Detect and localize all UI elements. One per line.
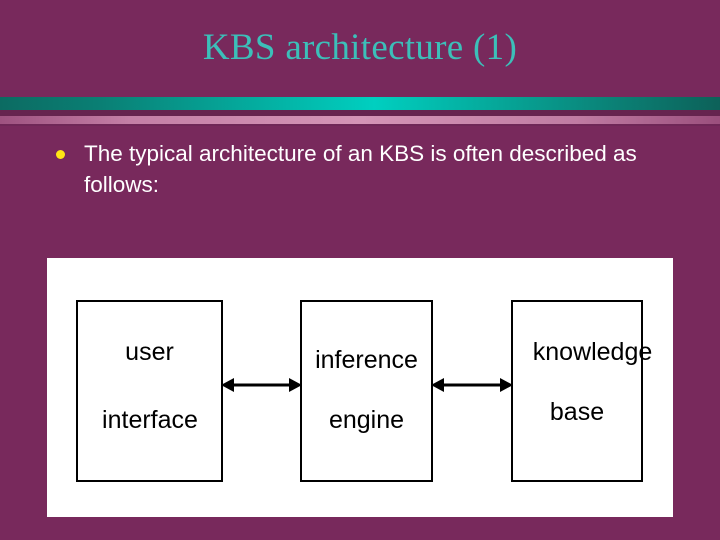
diagram-label-engine: engine xyxy=(328,406,405,434)
diagram-box-user-interface xyxy=(76,300,223,482)
divider-band-teal xyxy=(0,97,720,110)
bullet-dot-icon xyxy=(56,150,65,159)
bullet-item-label: The typical architecture of an KBS is of… xyxy=(84,141,637,197)
diagram-box-knowledge-base xyxy=(511,300,643,482)
diagram-label-interface: interface xyxy=(102,406,198,434)
diagram-label-base: base xyxy=(549,398,605,426)
bullet-list-item: The typical architecture of an KBS is of… xyxy=(56,138,656,200)
diagram-label-inference: inference xyxy=(315,346,418,374)
double-arrow-icon-user-interface-inference xyxy=(221,378,302,392)
page-title: KBS architecture (1) xyxy=(202,27,518,68)
diagram-label-user: user xyxy=(125,338,174,366)
divider-band-dark xyxy=(0,110,720,116)
diagram-label-knowledge: knowledge xyxy=(532,338,653,366)
divider-band-pink xyxy=(0,116,720,124)
architecture-diagram: user interface inference engine knowledg… xyxy=(47,258,673,517)
double-arrow-icon-inference-knowledge-base xyxy=(431,378,513,392)
divider-band-shadow xyxy=(0,124,720,126)
diagram-box-inference-engine xyxy=(300,300,433,482)
